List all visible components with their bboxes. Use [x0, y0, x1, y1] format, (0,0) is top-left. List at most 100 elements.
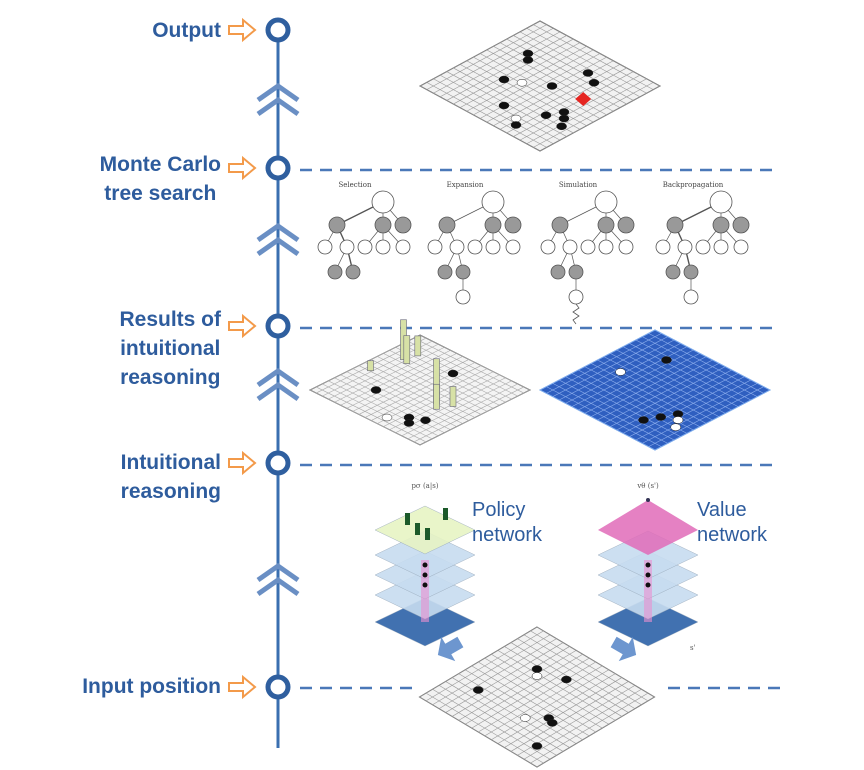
grid-line [536, 696, 655, 768]
tree-node [683, 289, 699, 305]
grid-line [546, 386, 662, 447]
value-state-label: s' [690, 644, 696, 652]
right-arrow-icon [228, 450, 257, 476]
tree-node [580, 239, 596, 255]
right-arrow-icon [228, 674, 257, 700]
tree-node [713, 239, 729, 255]
ellipsis-dot [422, 572, 428, 578]
mcts-phase-title: Simulation [559, 181, 598, 189]
tree-node [568, 289, 584, 305]
block-arrow-icon [610, 636, 637, 662]
probability-bar [449, 386, 457, 407]
policy-bar [443, 508, 448, 520]
grid-line [648, 386, 764, 447]
ellipsis-dot [422, 582, 428, 588]
tree-node [655, 239, 671, 255]
ellipsis-dot [422, 562, 428, 568]
tree-node [617, 216, 635, 234]
white-stone [510, 114, 522, 123]
white-stone [520, 714, 531, 722]
policy-formula: pσ (a|s) [411, 482, 438, 490]
black-stone [547, 719, 558, 727]
chevron-up-icon [256, 562, 300, 583]
tree-node [357, 239, 373, 255]
black-stone [582, 69, 594, 77]
chevron-up-icon [256, 367, 300, 388]
grid-line [432, 688, 551, 760]
tree-node [550, 264, 566, 280]
grid-line [533, 82, 654, 148]
grid-line [654, 389, 771, 451]
policy-network-label: Policy network [472, 498, 542, 548]
black-stone [558, 108, 570, 116]
tree-node [339, 239, 355, 255]
double-chevron-up-icon [256, 367, 300, 402]
white-stone [615, 368, 626, 376]
mcts-phase-title: Expansion [447, 181, 484, 189]
black-stone [561, 675, 572, 684]
tree-node [683, 264, 699, 280]
stage-text-line: reasoning [120, 366, 221, 389]
mcts-tree-expansion: Expansion [427, 181, 522, 305]
timeline-node [265, 155, 291, 181]
black-stone [498, 101, 510, 110]
tree-node [328, 216, 346, 234]
tree-node [481, 190, 505, 214]
receptive-field [421, 560, 429, 622]
grid-line [413, 386, 525, 443]
black-stone [522, 49, 534, 58]
grid-line [309, 389, 421, 446]
tree-node [485, 239, 501, 255]
tree-node [666, 216, 684, 234]
black-stone [510, 121, 522, 129]
chevron-up-icon [256, 222, 300, 243]
grid-line [419, 85, 541, 152]
tree-node [665, 264, 681, 280]
tree-node [594, 190, 618, 214]
tree-node [551, 216, 569, 234]
stage-label-mcts: Monte Carlo tree search [100, 150, 221, 208]
timeline-node [265, 17, 291, 43]
white-stone [381, 413, 393, 422]
black-stone [588, 79, 600, 87]
stage-text-line: intuitional [120, 337, 221, 360]
black-stone [531, 665, 543, 673]
stage-text-line: reasoning [120, 480, 221, 503]
tree-node [455, 289, 471, 305]
tree-node [427, 239, 443, 255]
tree-node [598, 239, 614, 255]
tree-node [733, 239, 749, 255]
black-stone [403, 419, 415, 427]
mcts-tree-backpropagation: Backpropagation [655, 181, 750, 305]
black-stone [638, 416, 649, 424]
white-stone [670, 423, 681, 431]
value-network-stack: vθ (s') s' [597, 482, 699, 652]
value-network-label: Value network [697, 498, 767, 548]
probability-bar [433, 383, 440, 410]
value-result-board [538, 329, 772, 451]
policy-label-line1: Policy [472, 499, 526, 521]
policy-label-line2: network [472, 524, 543, 546]
stage-text: Input position [82, 675, 221, 698]
grid-line [559, 379, 675, 441]
mcts-phase-title: Backpropagation [663, 181, 724, 189]
mcts-phase-title: Selection [338, 181, 372, 189]
block-arrow-icon [437, 636, 464, 662]
grid-line [407, 383, 518, 440]
white-stone [531, 672, 543, 680]
grid-line [315, 386, 427, 443]
right-arrow-icon [228, 313, 257, 339]
black-stone [655, 413, 666, 421]
stage-text-line: Monte Carlo [99, 153, 221, 176]
ellipsis-dot [645, 582, 651, 588]
stage-text-line: tree search [104, 182, 217, 205]
black-stone [540, 111, 552, 119]
timeline-node [265, 674, 291, 700]
tree-node [437, 264, 453, 280]
grid-line [419, 696, 538, 768]
double-chevron-up-icon [256, 222, 300, 257]
ellipsis-dot [645, 562, 651, 568]
right-arrow-icon [228, 155, 257, 181]
value-formula: vθ (s') [636, 482, 659, 490]
